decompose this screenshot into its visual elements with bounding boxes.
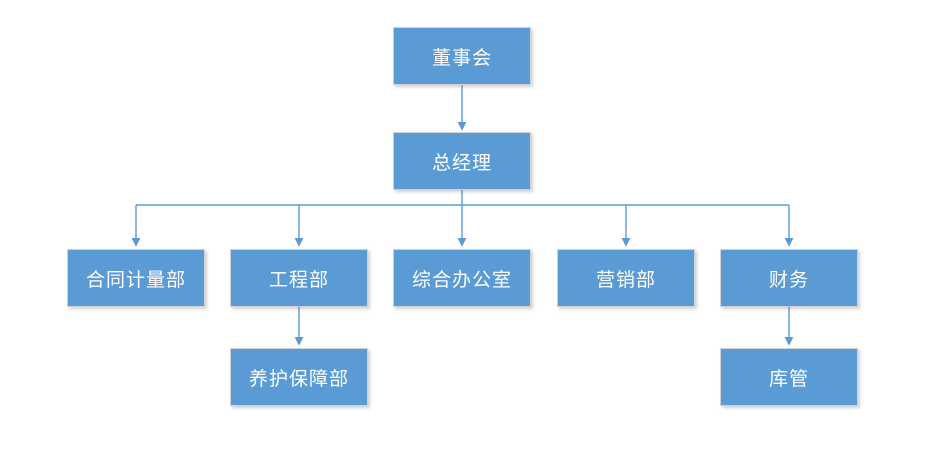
org-node-label: 董事会 — [431, 47, 492, 69]
org-node-finance[interactable]: 财务 — [720, 249, 858, 307]
org-node-general-office[interactable]: 综合办公室 — [393, 249, 531, 307]
org-node-contract-measurement[interactable]: 合同计量部 — [67, 249, 205, 307]
org-node-label: 库管 — [768, 368, 809, 390]
org-node-label: 综合办公室 — [411, 269, 512, 291]
org-node-general-manager[interactable]: 总经理 — [393, 132, 531, 190]
org-node-label: 养护保障部 — [248, 368, 349, 390]
org-node-maintenance-support[interactable]: 养护保障部 — [230, 348, 368, 406]
org-node-label: 合同计量部 — [85, 269, 186, 291]
org-node-engineering[interactable]: 工程部 — [230, 249, 368, 307]
org-node-label: 营销部 — [595, 269, 656, 291]
org-node-label: 财务 — [768, 269, 809, 291]
org-node-board[interactable]: 董事会 — [393, 27, 531, 85]
org-node-label: 总经理 — [431, 152, 492, 174]
org-node-label: 工程部 — [268, 269, 329, 291]
org-node-warehouse[interactable]: 库管 — [720, 348, 858, 406]
org-node-marketing[interactable]: 营销部 — [557, 249, 695, 307]
